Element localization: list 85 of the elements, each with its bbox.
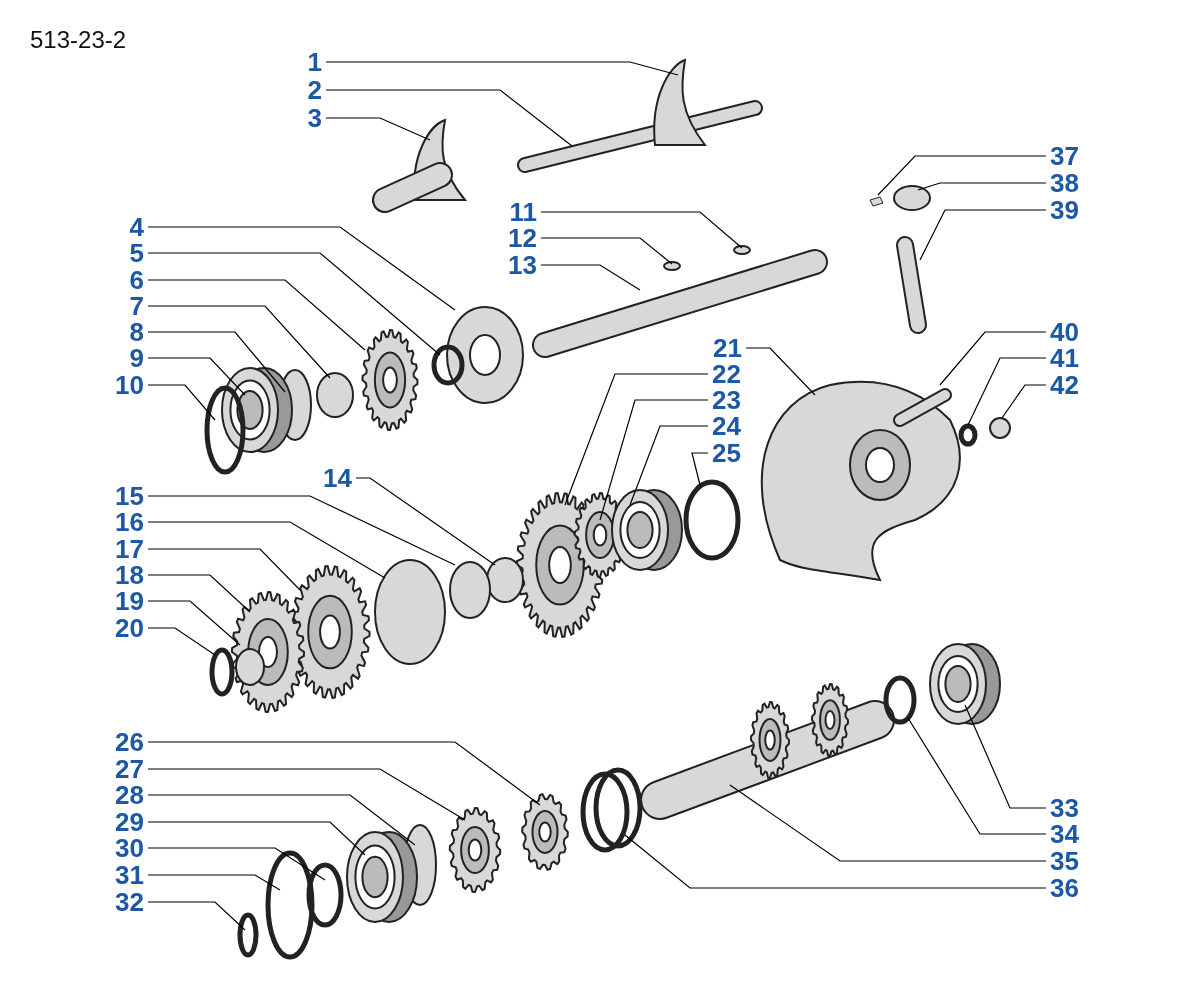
callout-number: 13	[508, 251, 537, 279]
leader-line	[691, 452, 709, 486]
callout-number: 27	[115, 755, 144, 783]
callout-number: 19	[115, 587, 144, 615]
callout-number: 12	[508, 224, 537, 252]
callout-number: 22	[712, 360, 741, 388]
callout-number: 23	[712, 386, 741, 414]
leader-line	[147, 627, 216, 656]
leader-line	[1001, 384, 1047, 419]
leader-line	[147, 821, 366, 856]
callout-number: 24	[712, 412, 741, 440]
leader-line	[624, 834, 1047, 889]
callout-number: 38	[1050, 169, 1079, 197]
leader-line	[147, 768, 466, 821]
leader-line	[147, 495, 456, 566]
callout-number: 25	[712, 439, 741, 467]
callout-number: 4	[129, 213, 144, 241]
diagram-number: 513-23-2	[30, 26, 127, 54]
callout-number: 33	[1050, 794, 1079, 822]
callout-number: 41	[1050, 344, 1079, 372]
callout-number: 9	[129, 344, 144, 372]
callout-number: 32	[115, 888, 144, 916]
callout-number: 42	[1050, 371, 1079, 399]
callout-number: 36	[1050, 874, 1079, 902]
callout-number: 11	[509, 198, 537, 226]
leader-line	[325, 89, 573, 147]
leader-line	[599, 399, 709, 521]
callout-number: 14	[323, 464, 352, 492]
callout-number: 6	[129, 266, 144, 294]
leader-line	[147, 794, 416, 846]
callout-number: 35	[1050, 847, 1079, 875]
leader-line	[540, 264, 641, 291]
callout-number: 18	[115, 561, 144, 589]
leader-line	[147, 741, 541, 806]
leader-line	[147, 548, 301, 591]
leader-line	[745, 347, 816, 396]
callout-number: 5	[129, 239, 144, 267]
leader-line	[147, 574, 251, 613]
callout-number: 34	[1050, 820, 1079, 848]
leader-line	[540, 211, 743, 249]
callout-number: 31	[115, 861, 144, 889]
leader-line	[147, 847, 326, 881]
leader-line	[147, 901, 246, 931]
callout-number: 28	[115, 781, 144, 809]
callout-number: 17	[115, 535, 144, 563]
leader-line	[967, 357, 1047, 426]
leader-line	[917, 182, 1047, 191]
callout-number: 21	[713, 334, 742, 362]
callout-number: 15	[115, 482, 144, 510]
callout-number: 30	[115, 834, 144, 862]
callout-number: 1	[307, 48, 322, 76]
callout-number: 37	[1050, 142, 1079, 170]
callout-number: 7	[129, 292, 144, 320]
callout-number: 3	[307, 104, 322, 132]
callout-number: 16	[115, 508, 144, 536]
leader-line	[729, 784, 1047, 862]
leader-line	[147, 874, 281, 891]
callout-number: 40	[1050, 318, 1079, 346]
callout-number: 26	[115, 728, 144, 756]
callout-number: 20	[115, 614, 144, 642]
callout-number: 29	[115, 808, 144, 836]
callout-number: 8	[129, 318, 144, 346]
leader-line	[147, 279, 366, 351]
leader-line	[325, 61, 679, 76]
leader-line	[147, 252, 441, 356]
leader-line	[147, 226, 456, 311]
leader-line	[939, 331, 1047, 386]
leader-line	[147, 331, 286, 393]
leader-line	[540, 237, 673, 265]
leader-line	[355, 477, 496, 566]
leader-line	[147, 305, 331, 379]
leader-line	[877, 155, 1047, 196]
leader-line	[325, 117, 431, 141]
leader-line	[964, 704, 1047, 809]
leader-line	[147, 600, 241, 646]
leader-line	[629, 425, 709, 506]
leader-line	[147, 384, 216, 421]
leader-line	[564, 373, 709, 506]
callout-number: 10	[115, 371, 144, 399]
callout-number: 2	[307, 76, 322, 104]
leader-line	[147, 521, 386, 579]
callout-number: 39	[1050, 196, 1079, 224]
leader-line	[919, 209, 1047, 261]
leader-line	[147, 357, 246, 396]
leader-line	[907, 717, 1047, 835]
